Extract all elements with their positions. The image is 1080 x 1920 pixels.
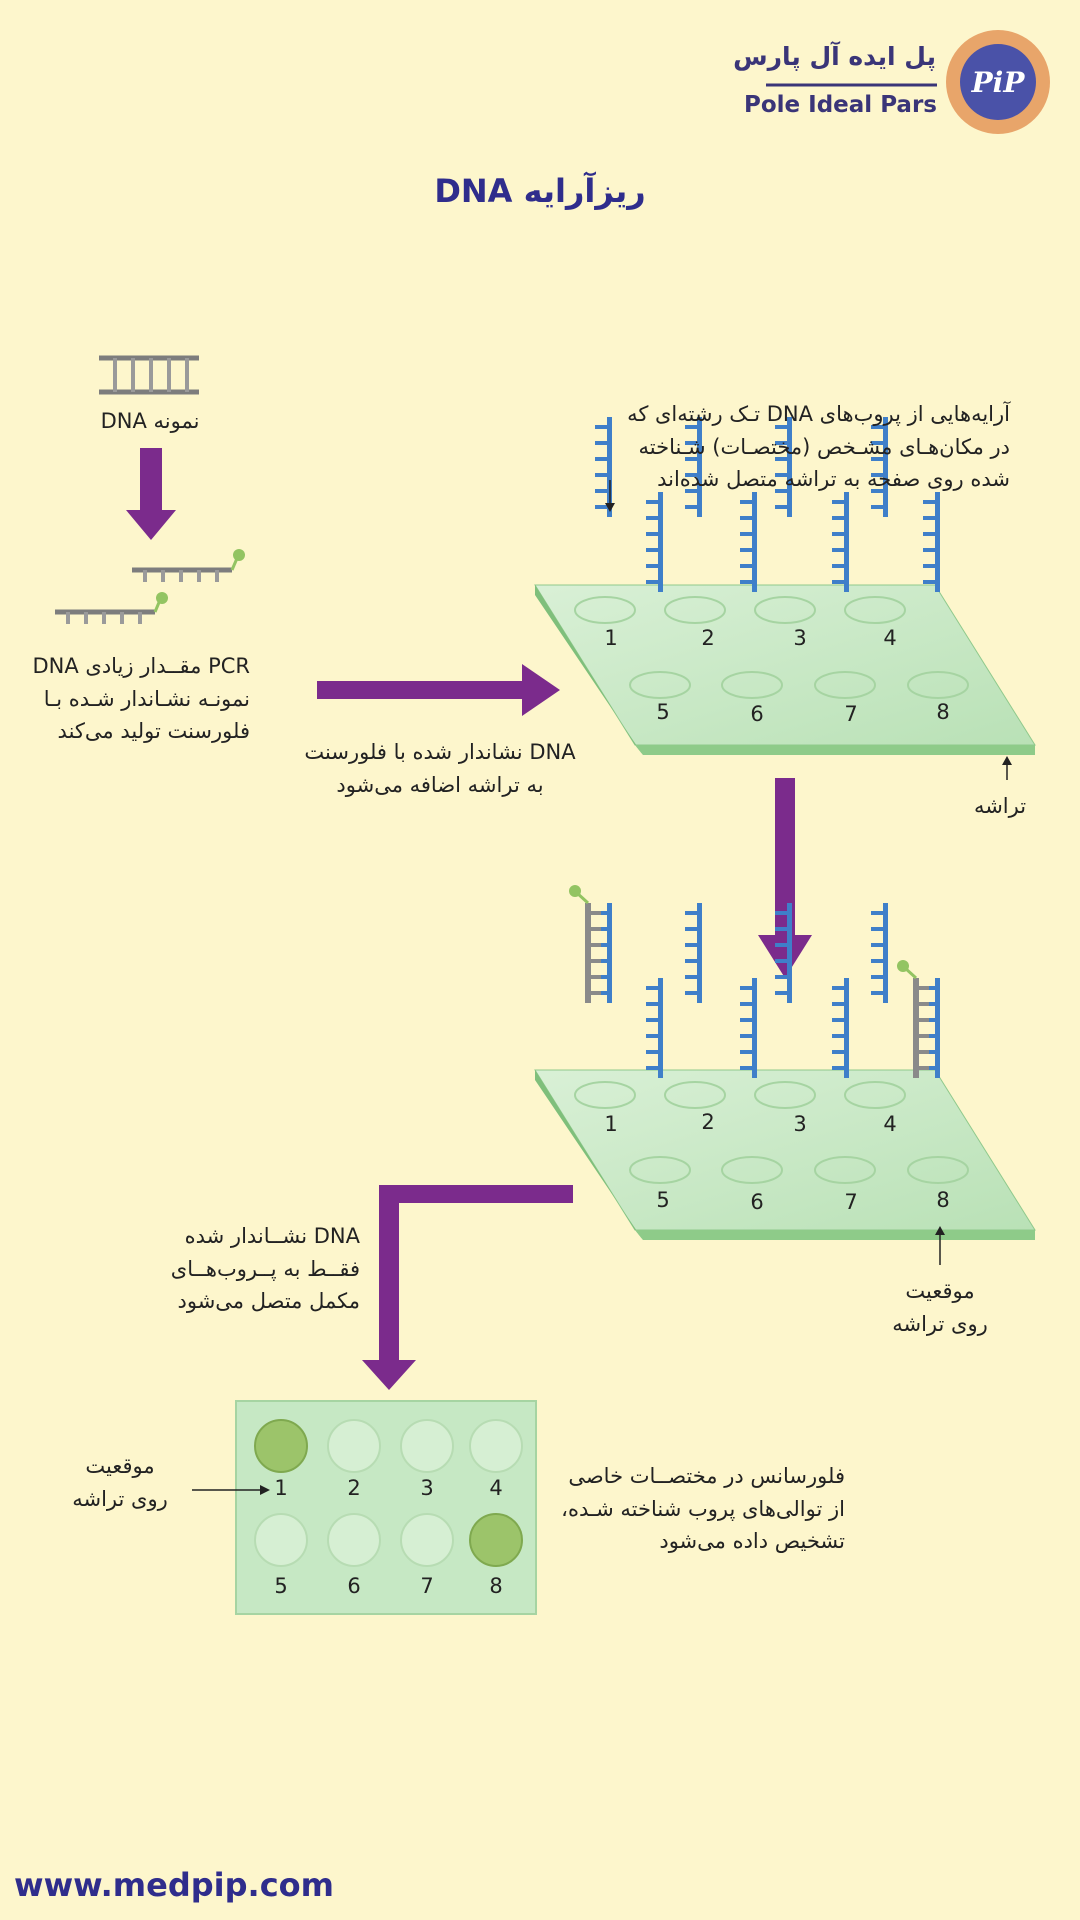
result-position-label: موقعیت روی تراشه	[60, 1450, 180, 1515]
result-spot-number: 5	[274, 1574, 288, 1598]
chip1-spot-number: 6	[750, 702, 764, 726]
detect-line-3: تشخیص داده می‌شود	[659, 1529, 845, 1554]
chip2-spot-number: 4	[883, 1112, 897, 1136]
detect-line-2: از توالی‌های پروب شناخته شـده،	[561, 1496, 845, 1521]
probe	[775, 903, 792, 1003]
probe	[832, 492, 849, 592]
result-spot	[469, 1419, 523, 1473]
result-spot-number: 8	[489, 1574, 503, 1598]
binds-line-2: فقــط به پــروب‌هــای	[170, 1256, 360, 1281]
chip2-spot-number: 5	[656, 1188, 670, 1212]
probes-line-3: شده روی صفحه به تراشه متصل شده‌اند	[657, 467, 1010, 492]
chip-2	[534, 885, 1036, 1240]
chip2-spot-number: 1	[604, 1112, 618, 1136]
added-line-2: به تراشه اضافه می‌شود	[336, 772, 544, 797]
result-spot	[327, 1513, 381, 1567]
binds-label: DNA نشــاندار شده فقــط به پــروب‌هــای …	[150, 1220, 360, 1318]
dna-sample-icon	[99, 355, 199, 395]
dna-sample-label: نمونه DNA	[100, 409, 200, 433]
probe	[740, 492, 757, 592]
probe	[871, 903, 888, 1003]
chip2-spot-number: 8	[936, 1188, 950, 1212]
probe-pointer-head	[605, 503, 615, 512]
probe	[595, 903, 612, 1003]
hybridized-strand	[897, 960, 929, 1078]
probe	[740, 978, 757, 1078]
hybridized-strand	[569, 885, 601, 1003]
chip-label: تراشه	[973, 794, 1027, 818]
result-spot-number: 4	[489, 1476, 503, 1500]
chip1-spot-number: 8	[936, 700, 950, 724]
detect-line-1: فلورسانس در مختصــات خاصی	[568, 1464, 845, 1488]
result-position-line-2: روی تراشه	[72, 1486, 168, 1511]
chip1-spot-number: 5	[656, 700, 670, 724]
probes-line-1: آرایه‌هایی از پروب‌های DNA تـک رشته‌ای ک…	[627, 402, 1010, 426]
result-spot-number: 7	[420, 1574, 434, 1598]
arrow-right-chip	[317, 664, 560, 716]
result-spot	[254, 1513, 308, 1567]
probe	[923, 492, 940, 592]
website-link[interactable]: www.medpip.com	[14, 1866, 334, 1904]
logo-name-fa: پل ایده آل پارس	[733, 42, 936, 71]
arrow-down-pcr	[126, 448, 176, 540]
result-spot	[400, 1419, 454, 1473]
chip1-spot-number: 2	[701, 626, 715, 650]
added-label: DNA نشاندار شده با فلورسنت به تراشه اضاف…	[300, 736, 580, 801]
arrow-down-chip	[758, 778, 812, 978]
chip1-spot-number: 1	[604, 626, 618, 650]
result-spot-number: 1	[274, 1476, 288, 1500]
probe	[685, 417, 702, 517]
chip-position-line-2: روی تراشه	[892, 1311, 988, 1336]
chip-position-line-1: موقعیت	[905, 1279, 975, 1303]
detect-label: فلورسانس در مختصــات خاصی از توالی‌های پ…	[555, 1460, 845, 1558]
logo-name-en: Pole Ideal Pars	[744, 92, 937, 118]
pcr-label: PCR مقــدار زیادی DNA نمونـه نشـاندار شـ…	[20, 650, 250, 748]
page-title: ریزآرایه DNA	[434, 172, 646, 210]
position-pointer-head	[935, 1226, 945, 1235]
pcr-line-3: فلورسنت تولید می‌کند	[57, 719, 250, 744]
labeled-strands-icon	[55, 549, 245, 624]
probe	[646, 492, 663, 592]
probe	[646, 978, 663, 1078]
chip2-spot-number: 6	[750, 1190, 764, 1214]
chip1-spot-number: 7	[844, 702, 858, 726]
chip1-spot-number: 3	[793, 626, 807, 650]
result-spot	[400, 1513, 454, 1567]
chip-1	[534, 417, 1036, 755]
probe	[775, 417, 792, 517]
chip2-spot-number: 3	[793, 1112, 807, 1136]
arrow-l-result	[362, 1185, 573, 1390]
pcr-line-2: نمونـه نشـاندار شـده بـا	[43, 686, 250, 711]
logo-badge: PiP	[946, 30, 1050, 134]
binds-line-3: مکمل متصل می‌شود	[177, 1289, 361, 1314]
probe	[871, 417, 888, 517]
chip2-spot-number: 7	[844, 1190, 858, 1214]
svg-text:PiP: PiP	[971, 66, 1026, 99]
result-spot-fluorescent	[469, 1513, 523, 1567]
result-spot-fluorescent	[254, 1419, 308, 1473]
binds-line-1: DNA نشــاندار شده	[184, 1224, 360, 1248]
probe	[832, 978, 849, 1078]
fluorescent-label-dot	[569, 885, 581, 897]
probes-label: آرایه‌هایی از پروب‌های DNA تـک رشته‌ای ک…	[590, 398, 1010, 496]
chip-position-label: موقعیت روی تراشه	[880, 1275, 1000, 1340]
result-spot-number: 2	[347, 1476, 361, 1500]
added-line-1: DNA نشاندار شده با فلورسنت	[304, 740, 576, 764]
result-pointer-head	[260, 1485, 270, 1495]
result-spot	[327, 1419, 381, 1473]
probe	[685, 903, 702, 1003]
probe	[923, 978, 940, 1078]
probes-line-2: در مکان‌هـای مشـخص (مختصـات) شـناخته	[638, 434, 1010, 459]
result-position-line-1: موقعیت	[85, 1454, 155, 1478]
chip-pointer-head	[1002, 756, 1012, 765]
result-spot-number: 6	[347, 1574, 361, 1598]
probe	[595, 417, 612, 517]
result-plate	[235, 1400, 537, 1615]
fluorescent-label-dot	[897, 960, 909, 972]
result-spot-number: 3	[420, 1476, 434, 1500]
chip2-spot-number: 2	[701, 1110, 715, 1134]
pcr-line-1: PCR مقــدار زیادی DNA	[32, 654, 250, 678]
chip1-spot-number: 4	[883, 626, 897, 650]
